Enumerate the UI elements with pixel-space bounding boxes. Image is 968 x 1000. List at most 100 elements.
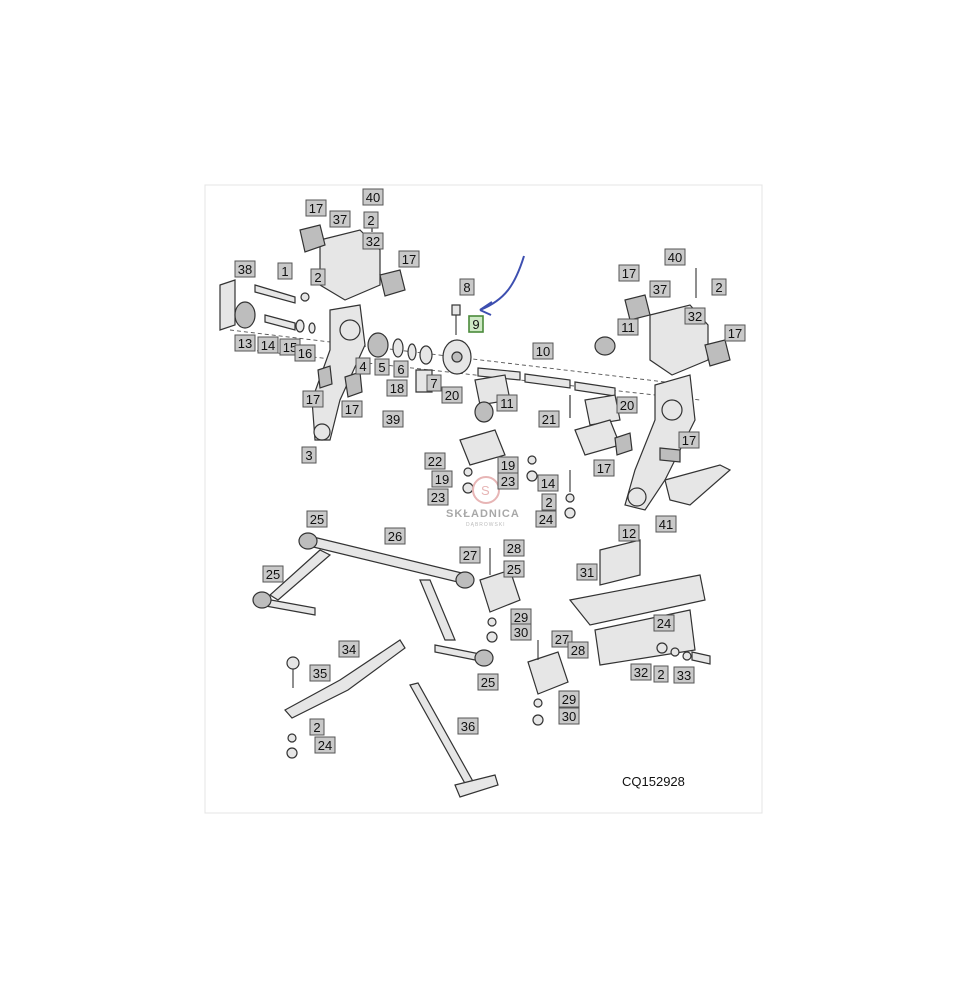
callout-17: 17 bbox=[593, 459, 615, 477]
callout-number: 32 bbox=[688, 309, 702, 324]
diagram-code: CQ152928 bbox=[622, 774, 685, 789]
callout-box bbox=[537, 474, 559, 492]
ring-5 bbox=[392, 338, 404, 358]
callout-number: 24 bbox=[539, 512, 553, 527]
callout-box bbox=[673, 666, 695, 684]
bushing-17-right-low bbox=[659, 447, 681, 463]
callout-box bbox=[567, 641, 589, 659]
callout-5: 5 bbox=[374, 358, 390, 376]
watermark-logo bbox=[472, 476, 500, 504]
callout-12: 12 bbox=[618, 524, 640, 542]
callout-19: 19 bbox=[431, 470, 453, 488]
callout-box bbox=[496, 394, 518, 412]
bushing-11-center bbox=[474, 401, 494, 423]
callout-box bbox=[302, 390, 324, 408]
ring-7 bbox=[419, 345, 433, 365]
callout-2: 2 bbox=[363, 211, 379, 229]
callout-23: 23 bbox=[427, 488, 449, 506]
callout-box bbox=[538, 410, 560, 428]
callout-17: 17 bbox=[618, 264, 640, 282]
washer-19-left bbox=[463, 467, 473, 477]
callout-4: 4 bbox=[355, 357, 371, 375]
bushing-17-left-low2 bbox=[317, 365, 333, 389]
end-25-left bbox=[252, 591, 272, 609]
callout-number: 28 bbox=[571, 643, 585, 658]
callout-number: 1 bbox=[281, 264, 288, 279]
callout-box bbox=[310, 268, 326, 286]
callout-box bbox=[459, 278, 475, 296]
nut-30-top bbox=[486, 631, 498, 643]
callout-14: 14 bbox=[257, 336, 279, 354]
nut-23-left bbox=[462, 482, 474, 494]
bushing-17-left-side bbox=[379, 269, 406, 297]
callout-number: 14 bbox=[541, 476, 555, 491]
callout-box bbox=[257, 336, 279, 354]
callout-40: 40 bbox=[664, 248, 686, 266]
shaft-axis-2 bbox=[249, 349, 701, 401]
callout-box bbox=[535, 510, 557, 528]
callout-37: 37 bbox=[649, 280, 671, 298]
callout-box bbox=[424, 452, 446, 470]
callout-box bbox=[374, 358, 390, 376]
callout-box bbox=[616, 396, 638, 414]
callout-box bbox=[618, 524, 640, 542]
callout-18: 18 bbox=[386, 379, 408, 397]
callout-25: 25 bbox=[306, 510, 328, 528]
callout-box bbox=[593, 459, 615, 477]
callout-number: 17 bbox=[597, 461, 611, 476]
callout-number: 38 bbox=[238, 262, 252, 277]
callout-number: 25 bbox=[507, 562, 521, 577]
callout-box bbox=[329, 210, 351, 228]
clamp-28-top bbox=[479, 569, 521, 613]
callout-27: 27 bbox=[459, 546, 481, 564]
annotation-arrow-head bbox=[479, 301, 493, 316]
ring-6 bbox=[407, 343, 417, 361]
callout-32: 32 bbox=[684, 307, 706, 325]
callout-number: 24 bbox=[318, 738, 332, 753]
arm-12-bore bbox=[661, 399, 683, 421]
callout-number: 12 bbox=[622, 526, 636, 541]
callout-6: 6 bbox=[393, 360, 409, 378]
callout-17: 17 bbox=[305, 199, 327, 217]
rod-10c bbox=[574, 381, 616, 397]
callout-box bbox=[503, 560, 525, 578]
callout-box bbox=[576, 563, 598, 581]
callout-41: 41 bbox=[655, 515, 677, 533]
rod-10b bbox=[524, 373, 571, 389]
callout-box bbox=[497, 472, 519, 490]
callout-box bbox=[362, 188, 384, 206]
bushing-17-right-top bbox=[624, 294, 651, 321]
callout-number: 39 bbox=[386, 412, 400, 427]
callout-box bbox=[426, 374, 442, 392]
callout-36: 36 bbox=[457, 717, 479, 735]
chassis-rail bbox=[568, 574, 706, 626]
nut-23-center bbox=[526, 470, 538, 482]
callout-32: 32 bbox=[630, 663, 652, 681]
callout-box bbox=[341, 400, 363, 418]
callout-box bbox=[457, 717, 479, 735]
callout-box bbox=[558, 690, 580, 708]
callout-number: 30 bbox=[514, 625, 528, 640]
bolt-33 bbox=[691, 651, 711, 665]
callout-number: 40 bbox=[366, 190, 380, 205]
callout-number: 8 bbox=[463, 280, 470, 295]
washer-24-lower bbox=[656, 642, 668, 654]
callout-box bbox=[649, 280, 671, 298]
callout-38: 38 bbox=[234, 260, 256, 278]
callout-number: 3 bbox=[305, 448, 312, 463]
callout-29: 29 bbox=[558, 690, 580, 708]
washer-2-bottom bbox=[287, 733, 297, 743]
callout-24: 24 bbox=[314, 736, 336, 754]
callout-number: 11 bbox=[500, 396, 514, 411]
callout-number: 24 bbox=[657, 616, 671, 631]
callout-box bbox=[630, 663, 652, 681]
callout-2: 2 bbox=[653, 665, 669, 683]
callout-box bbox=[427, 488, 449, 506]
callout-number: 30 bbox=[562, 709, 576, 724]
callout-box bbox=[301, 446, 317, 464]
callout-box bbox=[234, 260, 256, 278]
callout-11: 11 bbox=[496, 394, 518, 412]
axle-leg-left bbox=[269, 549, 332, 601]
callout-number: 21 bbox=[542, 412, 556, 427]
callout-17: 17 bbox=[398, 250, 420, 268]
